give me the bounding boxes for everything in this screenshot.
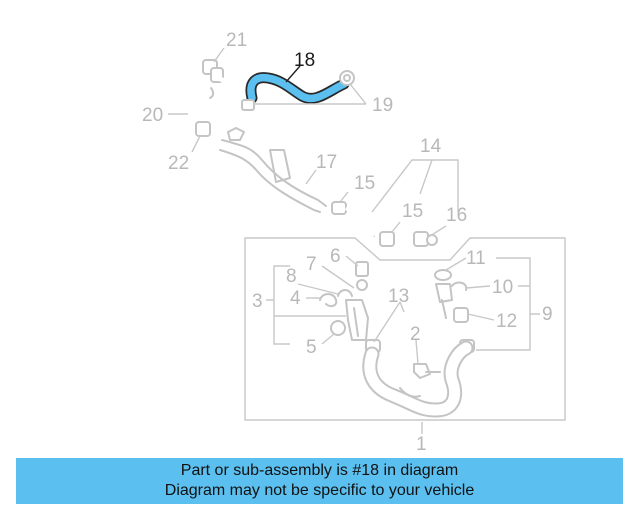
part-11-oring: [434, 269, 452, 281]
callout-10: 10: [492, 277, 513, 298]
callout-8: 8: [286, 266, 297, 287]
callout-14: 14: [420, 136, 442, 157]
part-10-clip: [451, 281, 468, 291]
part-8-clip: [337, 289, 353, 297]
leader-14: [371, 159, 459, 213]
leader-10: [465, 285, 491, 289]
leader-6: [345, 255, 359, 267]
leader-3: [266, 265, 346, 345]
callout-4: 4: [290, 288, 301, 309]
leader-15b: [391, 221, 401, 233]
leader-17: [305, 169, 317, 185]
part-3-housing: [345, 299, 369, 341]
parts-diagram: 18 21 20 22 19 17 14 15 15 16 6 7 8 3 4 …: [142, 30, 566, 455]
part-9-housing: [435, 283, 453, 319]
part-12-clamp: [453, 307, 469, 323]
part-5-oring: [330, 320, 346, 336]
leader-12: [467, 313, 495, 321]
callout-7: 7: [306, 254, 317, 275]
leader-7: [321, 265, 355, 289]
callout-21: 21: [226, 30, 247, 51]
leader-21: [213, 47, 225, 63]
callout-13: 13: [388, 286, 409, 307]
callout-15b: 15: [402, 201, 423, 222]
part-18-hose: [245, 72, 350, 104]
part-20-hose: [185, 75, 229, 133]
leader-18: [285, 65, 301, 83]
banner-line-2: Diagram may not be specific to your vehi…: [164, 482, 475, 499]
callout-1: 1: [416, 434, 427, 455]
leader-16: [429, 225, 447, 237]
part-15-lower: [379, 231, 395, 247]
callout-22: 22: [168, 153, 189, 174]
part-2-fitting: [413, 363, 441, 379]
leader-2: [415, 339, 419, 365]
callout-9: 9: [542, 304, 553, 325]
part-17-pipe: [219, 127, 327, 213]
callout-20: 20: [142, 105, 163, 126]
callout-6: 6: [330, 246, 341, 267]
leader-11: [445, 257, 467, 271]
leader-8: [297, 283, 339, 295]
leader-9: [476, 257, 540, 351]
leader-13: [373, 301, 405, 343]
leader-5: [321, 333, 335, 345]
callout-18: 18: [294, 50, 315, 71]
callout-3: 3: [252, 291, 263, 312]
callout-5: 5: [306, 337, 317, 358]
callout-19: 19: [372, 95, 393, 116]
callout-17: 17: [316, 152, 337, 173]
part-22-clamp: [195, 121, 211, 137]
callout-11: 11: [466, 248, 486, 269]
part-1-lower-hose: [362, 340, 474, 418]
part-4-clip: [319, 293, 338, 308]
leader-15a: [339, 191, 349, 203]
callout-15a: 15: [354, 173, 375, 194]
leader-19: [254, 83, 367, 105]
part-6-fitting: [355, 261, 369, 291]
leader-22: [191, 135, 201, 153]
callout-12: 12: [496, 311, 517, 332]
assembly-box: [244, 237, 566, 421]
info-banner: Part or sub-assembly is #18 in diagram D…: [16, 458, 623, 504]
callout-16: 16: [446, 205, 467, 226]
part-15-upper: [331, 201, 376, 238]
part-19-clamps: [241, 70, 355, 111]
callout-2: 2: [410, 324, 421, 345]
banner-line-1: Part or sub-assembly is #18 in diagram: [180, 462, 459, 479]
